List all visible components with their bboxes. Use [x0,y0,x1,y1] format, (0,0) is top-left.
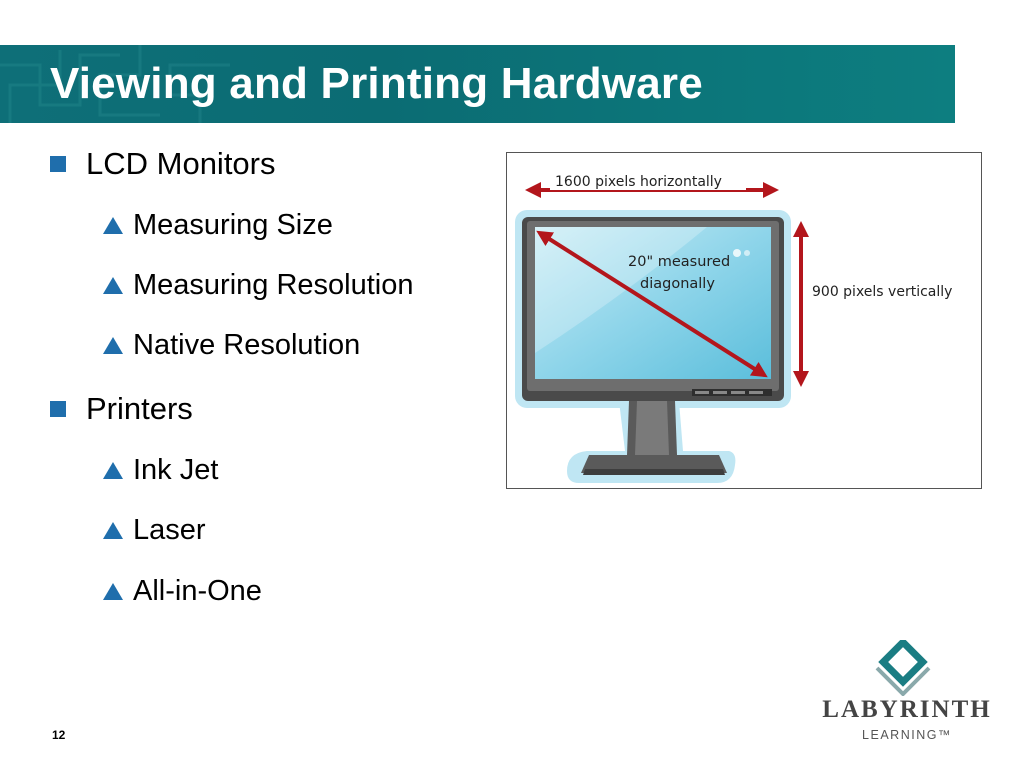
square-bullet-icon [50,156,66,172]
sub-bullet-label: Native Resolution [133,329,361,361]
vertical-label: 900 pixels vertically [812,284,952,300]
square-bullet-icon [50,401,66,417]
title-bar-pattern [0,45,230,123]
bullet-label: LCD Monitors [86,146,276,181]
diamond-logo-icon [875,640,931,696]
bullet-item-printers: Printers [50,391,193,427]
labyrinth-logo: LABYRINTH LEARNING™ [816,640,998,750]
sub-bullet-item: Measuring Size [103,209,333,242]
sub-bullet-label: Measuring Size [133,209,333,241]
bullet-item-lcd-monitors: LCD Monitors [50,146,276,182]
bullet-label: Printers [86,391,193,426]
logo-wordmark: LABYRINTH [822,696,992,723]
triangle-bullet-icon [103,583,123,600]
logo-subtitle: LEARNING™ [862,728,952,742]
sub-bullet-label: Laser [133,514,206,546]
triangle-bullet-icon [103,462,123,479]
monitor-resolution-figure: 1600 pixels horizontally 900 pixels vert… [506,152,982,489]
sub-bullet-item: Ink Jet [103,454,218,487]
slide-title: Viewing and Printing Hardware [50,59,703,108]
horizontal-label: 1600 pixels horizontally [555,174,722,190]
sub-bullet-label: All-in-One [133,575,262,607]
monitor-stand-base [581,455,727,473]
monitor-illustration: 1600 pixels horizontally 900 pixels vert… [515,170,975,483]
triangle-bullet-icon [103,522,123,539]
sub-bullet-label: Ink Jet [133,454,219,486]
title-bar: Viewing and Printing Hardware [0,45,955,123]
triangle-bullet-icon [103,217,123,234]
sub-bullet-item: Native Resolution [103,329,360,362]
triangle-bullet-icon [103,337,123,354]
sub-bullet-label: Measuring Resolution [133,269,414,301]
sub-bullet-item: Measuring Resolution [103,269,413,302]
diagonal-arrow [536,230,768,378]
sub-bullet-item: All-in-One [103,575,262,608]
diagonal-label-line2: diagonally [640,276,715,292]
diagonal-label-line1: 20" measured [628,254,730,270]
sub-bullet-item: Laser [103,514,206,547]
triangle-bullet-icon [103,277,123,294]
slide-number: 12 [52,728,66,742]
